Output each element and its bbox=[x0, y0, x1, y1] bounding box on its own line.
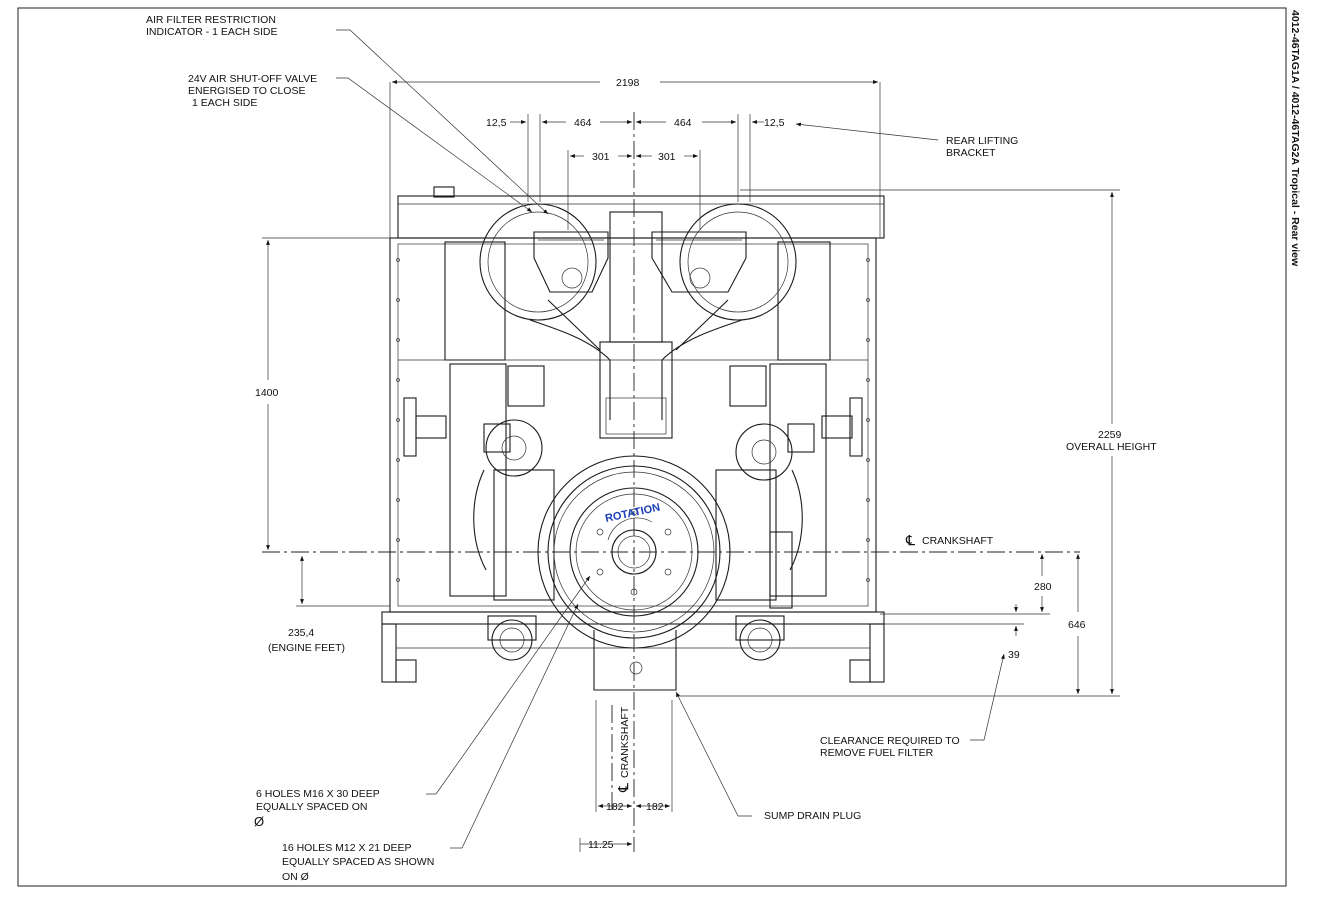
dim-39: 39 bbox=[1008, 649, 1020, 661]
vertical-crankshaft-cl-symbol: ℄ bbox=[615, 783, 631, 793]
holes-m12-label-3: ON Ø bbox=[282, 871, 309, 883]
dim-280: 280 bbox=[1034, 581, 1052, 593]
holes-m12-label-1: 16 HOLES M12 X 21 DEEP bbox=[282, 842, 412, 854]
crankshaft-cl-symbol: ℄ bbox=[905, 532, 915, 548]
dim-182-left: 182 bbox=[606, 801, 624, 813]
fuel-filter-label-2: REMOVE FUEL FILTER bbox=[820, 747, 934, 759]
dim-1400: 1400 bbox=[255, 387, 279, 399]
dim-lift-offset-left: 12,5 bbox=[486, 117, 507, 129]
vertical-crankshaft-label: CRANKSHAFT bbox=[619, 706, 631, 778]
air-filter-label-2: INDICATOR - 1 EACH SIDE bbox=[146, 26, 277, 38]
holes-m16-label-2: EQUALLY SPACED ON bbox=[256, 801, 367, 813]
dim-inner-span-right: 301 bbox=[658, 151, 676, 163]
shutoff-valve-label-3: 1 EACH SIDE bbox=[192, 97, 257, 109]
dim-646: 646 bbox=[1068, 619, 1086, 631]
shutoff-valve-label-2: ENERGISED TO CLOSE bbox=[188, 85, 305, 97]
fuel-filter-label-1: CLEARANCE REQUIRED TO bbox=[820, 735, 960, 747]
engine-feet-label: (ENGINE FEET) bbox=[268, 642, 345, 654]
dimension-lines bbox=[262, 80, 1120, 852]
drawing-title: 4012-46TAG1A / 4012-46TAG2A Tropical - R… bbox=[1289, 10, 1301, 267]
leader-lines bbox=[336, 29, 1005, 849]
overall-height-label: OVERALL HEIGHT bbox=[1066, 441, 1157, 453]
dim-half-span-right: 464 bbox=[674, 117, 692, 129]
shutoff-valve-label-1: 24V AIR SHUT-OFF VALVE bbox=[188, 73, 317, 85]
holes-m16-label-1: 6 HOLES M16 X 30 DEEP bbox=[256, 788, 380, 800]
dim-lift-offset-right: 12,5 bbox=[764, 117, 785, 129]
engine-outline bbox=[381, 186, 885, 691]
holes-m12-label-2: EQUALLY SPACED AS SHOWN bbox=[282, 856, 434, 868]
dim-11-25: 11.25 bbox=[588, 839, 614, 851]
dim-182-right: 182 bbox=[646, 801, 664, 813]
dim-overall-width: 2198 bbox=[616, 77, 640, 89]
crankshaft-label: CRANKSHAFT bbox=[922, 535, 994, 547]
overall-height-value: 2259 bbox=[1098, 429, 1122, 441]
dim-inner-span-left: 301 bbox=[592, 151, 610, 163]
lifting-bracket-label-2: BRACKET bbox=[946, 147, 996, 159]
dim-half-span-left: 464 bbox=[574, 117, 592, 129]
air-filter-label-1: AIR FILTER RESTRICTION bbox=[146, 14, 276, 26]
sump-drain-label: SUMP DRAIN PLUG bbox=[764, 810, 861, 822]
lifting-bracket-label-1: REAR LIFTING bbox=[946, 135, 1018, 147]
rotation-label: ROTATION bbox=[604, 502, 661, 525]
drawing-frame bbox=[17, 7, 1287, 887]
holes-m16-diameter: Ø bbox=[254, 814, 264, 829]
engine-feet-value: 235,4 bbox=[288, 627, 314, 639]
